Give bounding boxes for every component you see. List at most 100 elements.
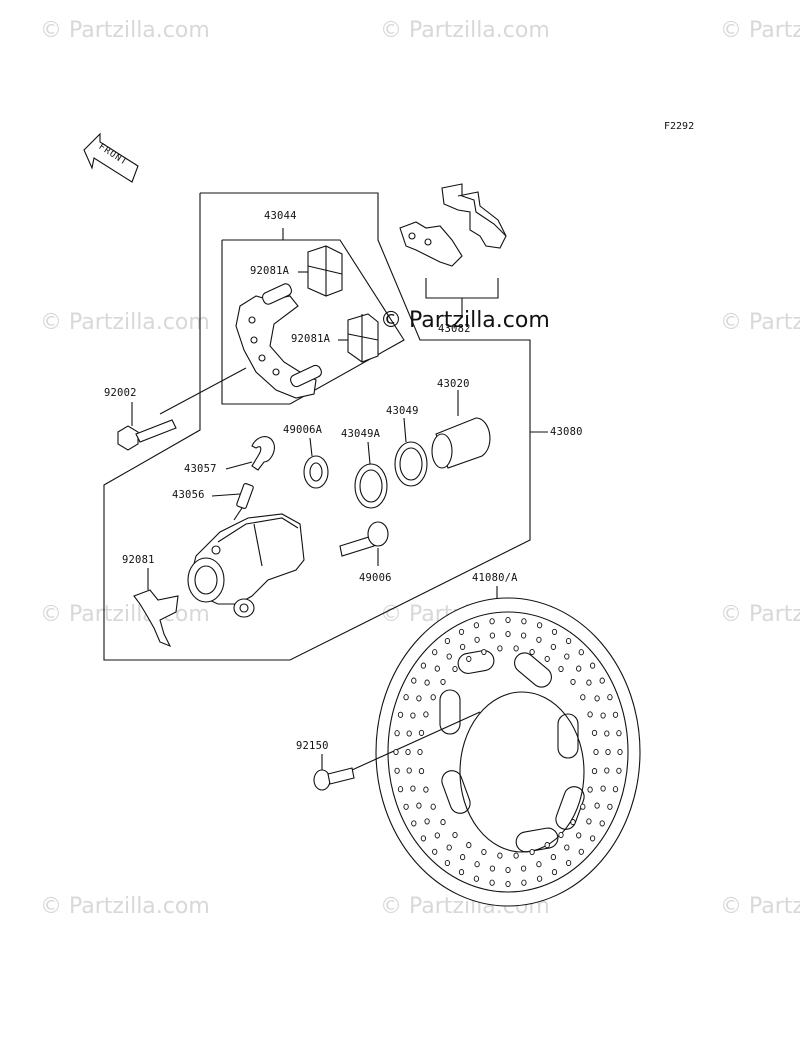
part-label-92081A[interactable]: 92081A [250, 265, 290, 277]
disc-hole [458, 628, 465, 635]
disc-hole [612, 711, 619, 718]
part-label-92002[interactable]: 92002 [104, 387, 137, 399]
watermark: © Partz [720, 310, 800, 335]
disc-hole [594, 695, 600, 702]
disc-hole [600, 785, 606, 792]
disc-hole [586, 818, 592, 825]
pad-retainer-92081 [133, 589, 179, 648]
disc-hole [599, 820, 605, 827]
part-label-43080[interactable]: 43080 [550, 426, 583, 438]
disc-hole [394, 767, 400, 774]
disc-hole [576, 665, 582, 672]
disc-hole [589, 835, 596, 842]
disc-hole [558, 665, 564, 673]
disc-hole [393, 748, 399, 756]
disc-hole [397, 786, 404, 793]
part-label-43049A[interactable]: 43049A [341, 428, 381, 440]
disc-hole [593, 748, 599, 756]
disc-hole [564, 844, 570, 851]
disc-hole [481, 648, 487, 656]
disc-hole [612, 786, 619, 793]
disc-hole [589, 662, 596, 669]
disc-hole [607, 803, 613, 810]
disc-bolt-92150 [313, 767, 355, 791]
disc-hole [489, 865, 496, 872]
disc-hole [403, 803, 409, 810]
disc-hole [505, 616, 511, 624]
disc-hole [446, 653, 452, 660]
pad-spring-lower [347, 313, 379, 363]
disc-hole [420, 662, 427, 669]
disc-hole [551, 869, 558, 876]
disc-hole [599, 677, 605, 684]
disc-hole [580, 803, 586, 810]
piston-43020 [431, 417, 491, 469]
disc-hole [481, 848, 487, 856]
disc-hole [505, 866, 511, 874]
disc-hole [536, 875, 543, 882]
disc-hole [594, 802, 600, 809]
disc-hole [565, 637, 572, 645]
disc-hole [459, 854, 466, 861]
disc-hole [616, 730, 622, 737]
disc-hole [405, 748, 411, 756]
disc-hole [424, 679, 430, 686]
part-label-92150[interactable]: 92150 [296, 740, 329, 752]
watermark-center: © Partzilla.com [380, 308, 550, 333]
disc-hole [550, 854, 557, 861]
part-label-43057[interactable]: 43057 [184, 463, 217, 475]
disc-hole [536, 861, 542, 868]
disc-hole [410, 712, 416, 719]
disc-hole [529, 648, 535, 656]
disc-hole [578, 848, 584, 855]
disc-hole [604, 767, 610, 774]
disc-hole [587, 786, 593, 793]
disc-hole [432, 649, 438, 656]
disc-hole [444, 637, 451, 645]
part-label-43020[interactable]: 43020 [437, 378, 470, 390]
disc-hole [558, 831, 564, 839]
disc-hole [580, 694, 586, 701]
watermark: © Partz [720, 18, 800, 43]
disc-hole [411, 820, 417, 827]
disc-hole [513, 852, 519, 859]
watermark: © Partzilla.com [40, 310, 210, 335]
disc-hole [418, 729, 425, 736]
disc-hole [452, 831, 458, 839]
disc-hole [474, 861, 480, 868]
part-label-43056[interactable]: 43056 [172, 489, 205, 501]
disc-hole [520, 865, 527, 872]
disc-hole [570, 678, 576, 685]
part-label-41080A[interactable]: 41080/A [472, 572, 518, 584]
disc-hole [550, 643, 557, 650]
part-label-43082[interactable]: 43082 [438, 323, 471, 335]
seal-43049A [354, 463, 388, 509]
part-label-92081A[interactable]: 92081A [291, 333, 331, 345]
disc-hole [410, 785, 416, 792]
kit-outline-43080 [103, 192, 531, 661]
disc-hole [473, 622, 480, 629]
brake-pad-rear [399, 221, 463, 267]
part-label-49006[interactable]: 49006 [359, 572, 392, 584]
disc-hole [520, 632, 527, 639]
part-label-43044[interactable]: 43044 [264, 210, 297, 222]
disc-hole [420, 835, 427, 842]
caliper-body [187, 513, 305, 618]
part-label-49006A[interactable]: 49006A [283, 424, 323, 436]
disc-hole [536, 636, 542, 643]
brake-disc-41080 [375, 597, 641, 907]
disc-hole [570, 819, 576, 826]
disc-hole [536, 622, 543, 629]
disc-hole [417, 748, 423, 756]
disc-hole [424, 818, 430, 825]
disc-hole [576, 832, 582, 839]
disc-hole [544, 655, 550, 662]
part-label-92081[interactable]: 92081 [122, 554, 155, 566]
part-label-43049[interactable]: 43049 [386, 405, 419, 417]
disc-hole [416, 695, 422, 702]
disc-hole [459, 643, 466, 650]
disc-hole [513, 645, 519, 652]
disc-hole [505, 630, 511, 638]
bleeder-valve [236, 483, 254, 509]
